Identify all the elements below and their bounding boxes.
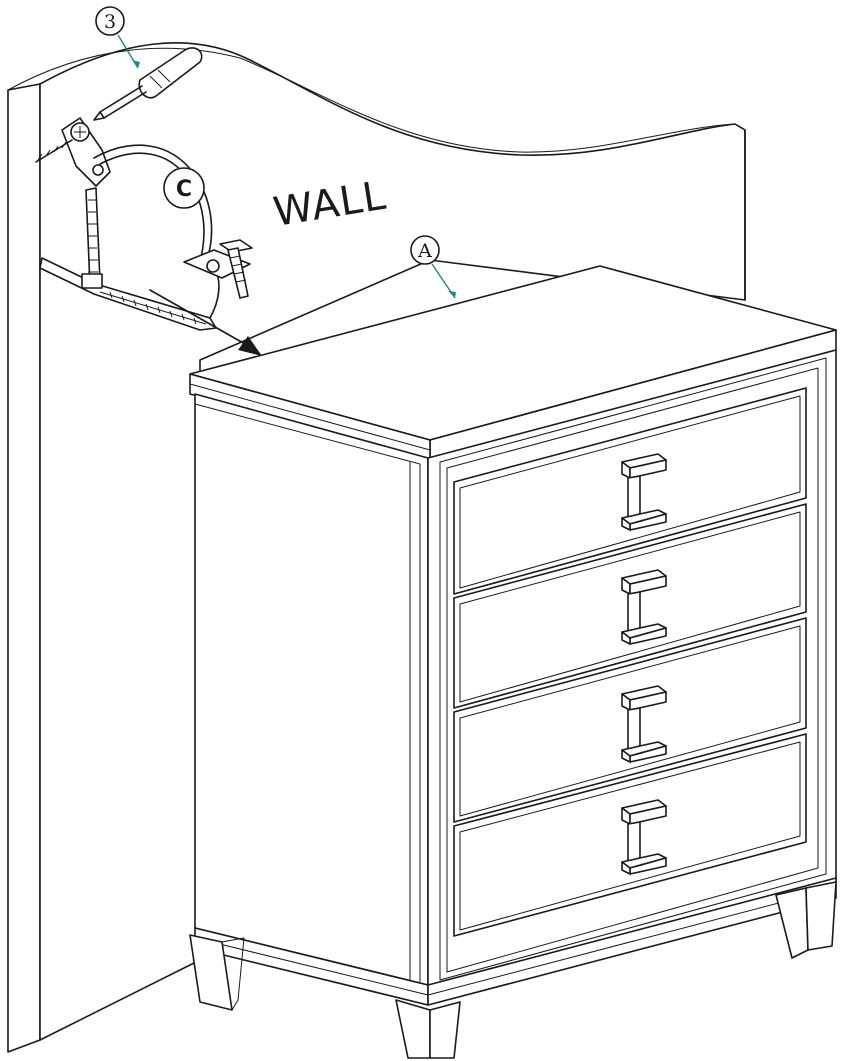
callout-chest: A	[410, 235, 456, 299]
callout-chest-letter: A	[417, 240, 432, 262]
drawer-pull-1	[621, 453, 667, 531]
callout-screwdriver-number: 3	[104, 11, 116, 33]
callout-strap: C	[163, 167, 205, 209]
wall-panel	[7, 42, 746, 1053]
drawer-pull-3	[621, 685, 667, 763]
callout-strap-letter: C	[176, 177, 192, 202]
chest-of-drawers	[189, 265, 837, 1059]
callout-screwdriver: 3	[95, 6, 140, 69]
screwdriver-icon	[93, 47, 203, 121]
drawer-pull-4	[621, 799, 667, 875]
drawer-pull-2	[621, 569, 667, 645]
